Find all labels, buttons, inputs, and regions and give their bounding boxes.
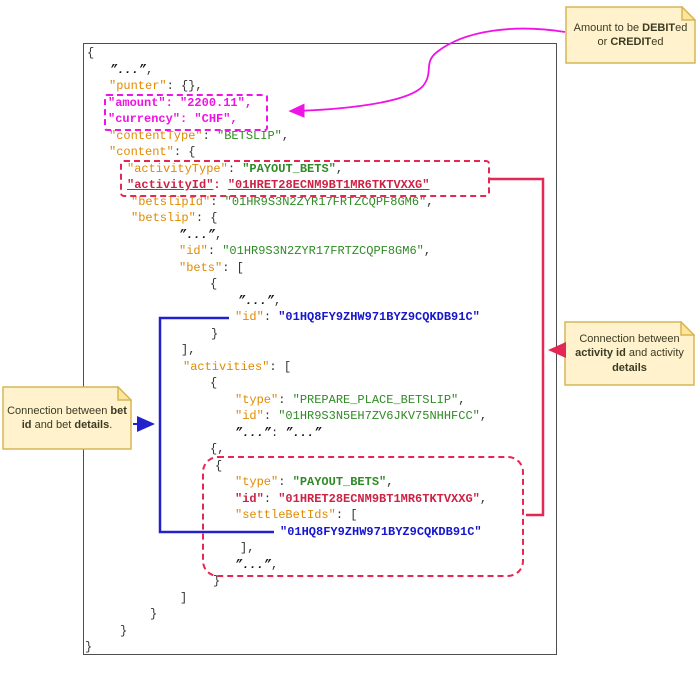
code-line: } <box>85 640 93 654</box>
json-code-text: { ”...”, "punter": {}, "amount": "2200.11",… <box>83 45 557 656</box>
note-amount-text: Amount to be DEBITed or CREDITed <box>573 21 688 48</box>
code-line: "settleBetIds": [ <box>235 508 358 522</box>
code-line: } <box>211 326 219 341</box>
code-line: } <box>213 574 221 588</box>
code-line: ”...”: ”...” <box>235 425 322 440</box>
note-shape <box>565 6 696 64</box>
note-activity-connection: Connection between activity id and activ… <box>564 321 695 386</box>
code-line: "punter": {}, <box>109 79 203 93</box>
code-line: "currency": "CHF", <box>108 112 238 126</box>
note-shape <box>564 321 695 386</box>
code-line: ], <box>181 343 196 357</box>
code-line: "contentType": "BETSLIP", <box>109 128 290 143</box>
code-line: ”...”, <box>179 227 223 242</box>
code-line: "activityId": "01HRET28ECNM9BT1MR6TKTVXX… <box>127 178 430 192</box>
folded-corner-icon <box>117 386 132 401</box>
code-line: ”...”, <box>110 62 154 77</box>
note-bet-connection: Connection between bet id and bet detail… <box>2 386 132 450</box>
code-line: "activityType": "PAYOUT_BETS", <box>127 161 344 176</box>
code-line: ”...”, <box>238 293 282 308</box>
code-line: } <box>150 607 158 621</box>
code-line: "content": { <box>109 145 196 159</box>
note-activity-text: Connection between activity id and activ… <box>575 333 684 374</box>
code-line: "betslip": { <box>131 211 218 225</box>
code-line: "type": "PREPARE_PLACE_BETSLIP", <box>235 392 466 407</box>
code-line: "activities": [ <box>183 359 292 374</box>
folded-corner-icon <box>680 321 695 336</box>
note-bet-text: Connection between bet id and bet detail… <box>7 404 127 431</box>
code-line: } <box>120 623 128 638</box>
code-line: { <box>210 376 218 390</box>
code-line: ], <box>240 541 255 555</box>
code-line: "bets": [ <box>179 260 244 275</box>
code-line: "01HQ8FY9ZHW971BYZ9CQKDB91C" <box>280 524 482 539</box>
folded-corner-icon <box>681 6 696 21</box>
code-line: "id": "01HR9S3N2ZYR17FRTZCQPF8GM6", <box>179 244 432 258</box>
code-line: {, <box>210 442 225 456</box>
note-shape <box>2 386 132 450</box>
code-line: "id": "01HRET28ECNM9BT1MR6TKTVXXG", <box>235 491 488 506</box>
code-line: { <box>87 46 95 60</box>
code-line: ”...”, <box>235 557 279 572</box>
code-line: "id": "01HQ8FY9ZHW971BYZ9CQKDB91C" <box>235 310 480 324</box>
code-line: { <box>210 277 218 291</box>
code-line: "amount": "2200.11", <box>108 95 253 110</box>
code-line: "id": "01HR9S3N5EH7ZV6JKV75NHHFCC", <box>235 409 488 423</box>
code-line: { <box>215 458 223 473</box>
code-line: "betslipId": "01HR9S3N2ZYR17FRTZCQPF8GM6… <box>131 194 434 209</box>
code-line: ] <box>180 590 188 605</box>
code-line: "type": "PAYOUT_BETS", <box>235 475 394 489</box>
note-amount: Amount to be DEBITed or CREDITed <box>565 6 696 64</box>
